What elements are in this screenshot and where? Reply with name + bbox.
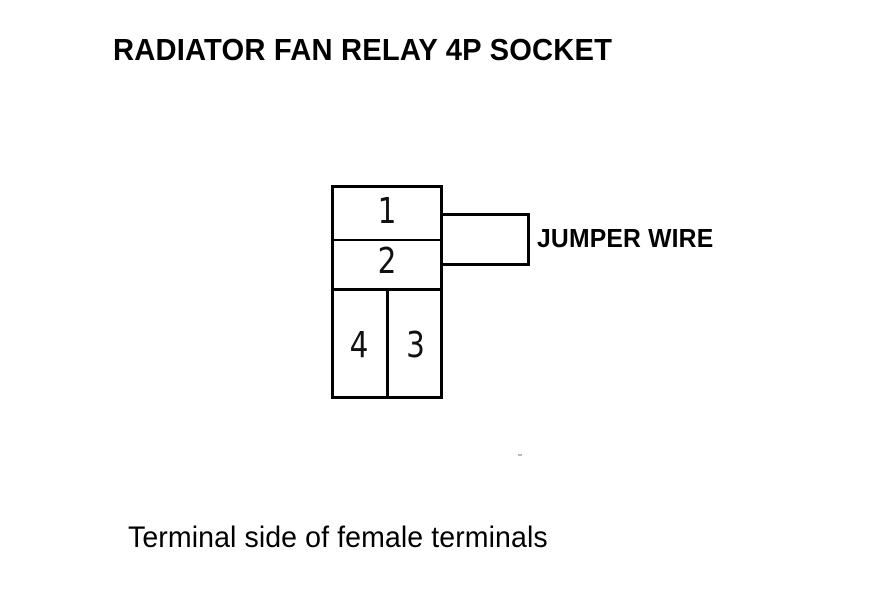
terminal-4-label: 4 xyxy=(349,325,369,366)
jumper-wire-top-lead xyxy=(443,213,530,216)
jumper-wire-bridge xyxy=(527,213,530,266)
terminal-1-label: 1 xyxy=(377,191,397,232)
jumper-wire-bottom-lead xyxy=(443,263,530,266)
socket-divider-pin4-pin3 xyxy=(386,290,389,399)
socket-divider-row2-row3 xyxy=(331,288,443,291)
diagram-caption: Terminal side of female terminals xyxy=(128,521,548,554)
page-title: RADIATOR FAN RELAY 4P SOCKET xyxy=(113,32,613,67)
jumper-wire-label: JUMPER WIRE xyxy=(537,223,714,253)
scan-artifact-speck xyxy=(518,454,522,456)
terminal-2-label: 2 xyxy=(377,241,397,282)
terminal-3-label: 3 xyxy=(406,325,425,366)
socket-divider-row1-row2 xyxy=(331,239,443,241)
